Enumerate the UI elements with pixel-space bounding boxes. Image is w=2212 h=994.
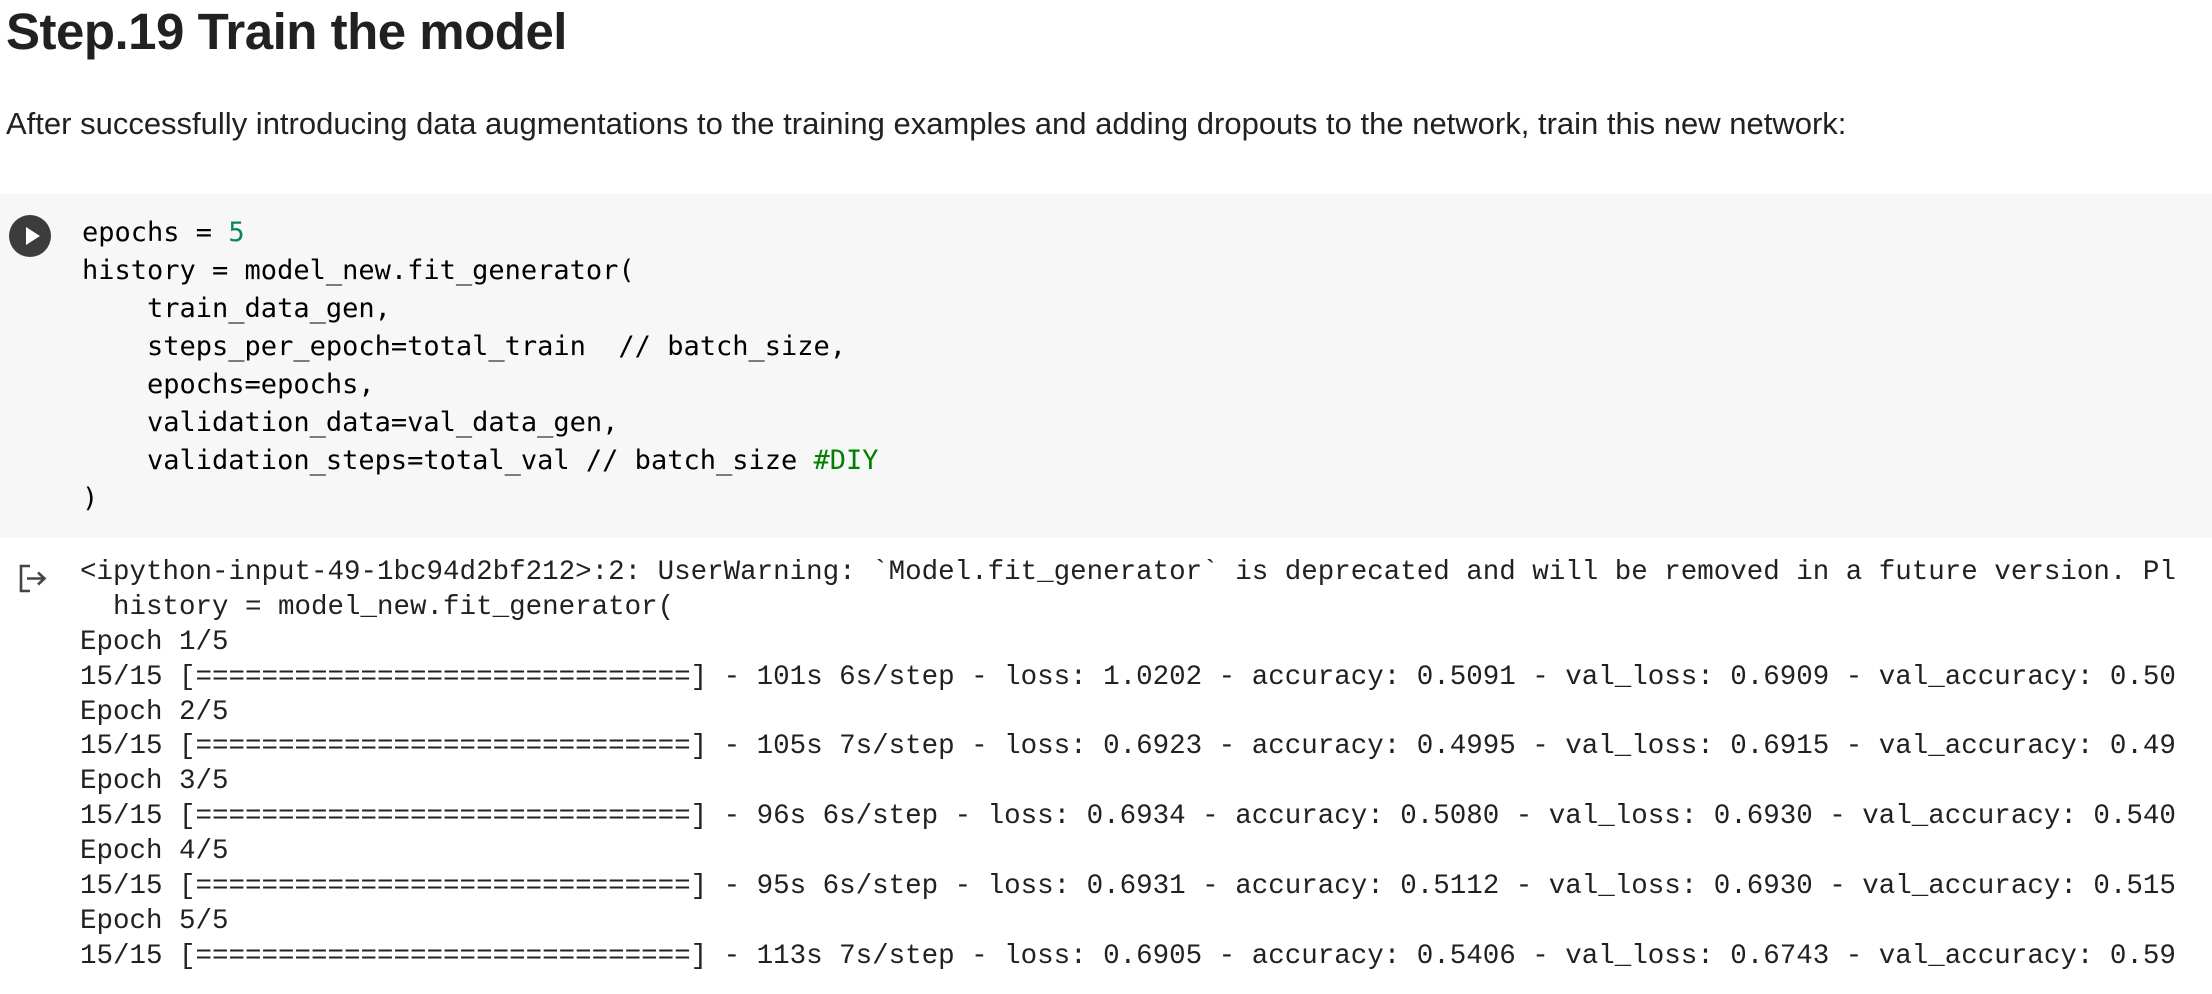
output-line: <ipython-input-49-1bc94d2bf212>:2: UserW… [80,557,2176,588]
code-comment: #DIY [813,445,879,476]
output-line: Epoch 1/5 [80,626,229,658]
code-line: history = model_new.fit_generator( [82,255,635,286]
output-line: Epoch 3/5 [80,766,229,798]
code-line: epochs = 5 [82,214,879,252]
code-text: epochs = [82,217,229,248]
output-line: Epoch 4/5 [80,836,229,868]
run-cell-button[interactable] [9,215,51,257]
code-line: validation_data=val_data_gen, [82,407,619,438]
code-line: ) [82,483,99,514]
output-line: Epoch 2/5 [80,696,229,728]
output-line: 15/15 [==============================] -… [80,661,2176,693]
code-line: validation_steps=total_val // batch_size… [82,442,879,480]
output-line: history = model_new.fit_generator( [80,591,675,623]
code-line: steps_per_epoch=total_train // batch_siz… [82,331,847,362]
section-intro-text: After successfully introducing data augm… [6,106,1847,141]
output-line: 15/15 [==============================] -… [80,940,2176,972]
code-line: train_data_gen, [82,293,391,324]
output-line: 15/15 [==============================] -… [80,731,2176,763]
cell-output: <ipython-input-49-1bc94d2bf212>:2: UserW… [80,556,2212,975]
section-heading: Step.19 Train the model [6,3,567,60]
output-line: 15/15 [==============================] -… [80,871,2176,903]
output-line: 15/15 [==============================] -… [80,801,2176,833]
output-line: Epoch 5/5 [80,905,229,937]
code-line: epochs=epochs, [82,369,375,400]
code-cell[interactable] [0,194,2212,538]
code-text: validation_steps=total_val // batch_size [82,445,814,476]
code-number: 5 [228,217,245,248]
play-icon [26,227,40,245]
output-arrow-icon[interactable] [16,562,50,596]
